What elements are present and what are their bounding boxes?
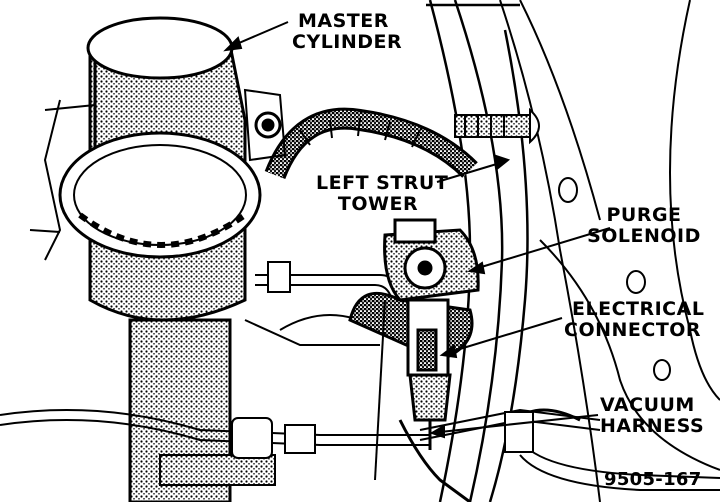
label-master-cylinder: MASTER CYLINDER <box>292 11 402 53</box>
wiring-loom <box>264 107 478 180</box>
label-electrical-connector-line2: CONNECTOR <box>564 319 702 341</box>
label-left-strut-tower: LEFT STRUT TOWER <box>316 172 449 215</box>
bolt <box>454 107 540 145</box>
electrical-connector <box>406 298 452 450</box>
label-purge-solenoid-line1: PURGE <box>606 204 682 226</box>
label-purge-solenoid: PURGE SOLENOID <box>586 205 702 247</box>
label-electrical-connector-line1: ELECTRICAL <box>572 298 705 320</box>
master-cylinder <box>29 16 287 502</box>
label-master-cylinder-line1: MASTER <box>298 10 389 32</box>
label-purge-solenoid-line2: SOLENOID <box>587 225 701 247</box>
label-vacuum-harness: VACUUM HARNESS <box>600 395 704 437</box>
tube-connectors <box>231 261 316 459</box>
label-vacuum-harness-line2: HARNESS <box>600 415 705 437</box>
vacuum-harness <box>374 299 581 502</box>
label-vacuum-harness-line1: VACUUM <box>600 394 695 416</box>
body-panel <box>499 0 720 502</box>
figure-id: 9505-167 <box>604 469 702 490</box>
label-master-cylinder-line2: CYLINDER <box>292 31 403 53</box>
label-left-strut-tower-line1: LEFT STRUT <box>316 172 449 194</box>
leader-lines <box>223 21 611 439</box>
label-left-strut-tower-line2: TOWER <box>337 193 419 215</box>
label-electrical-connector: ELECTRICAL CONNECTOR <box>564 299 704 341</box>
